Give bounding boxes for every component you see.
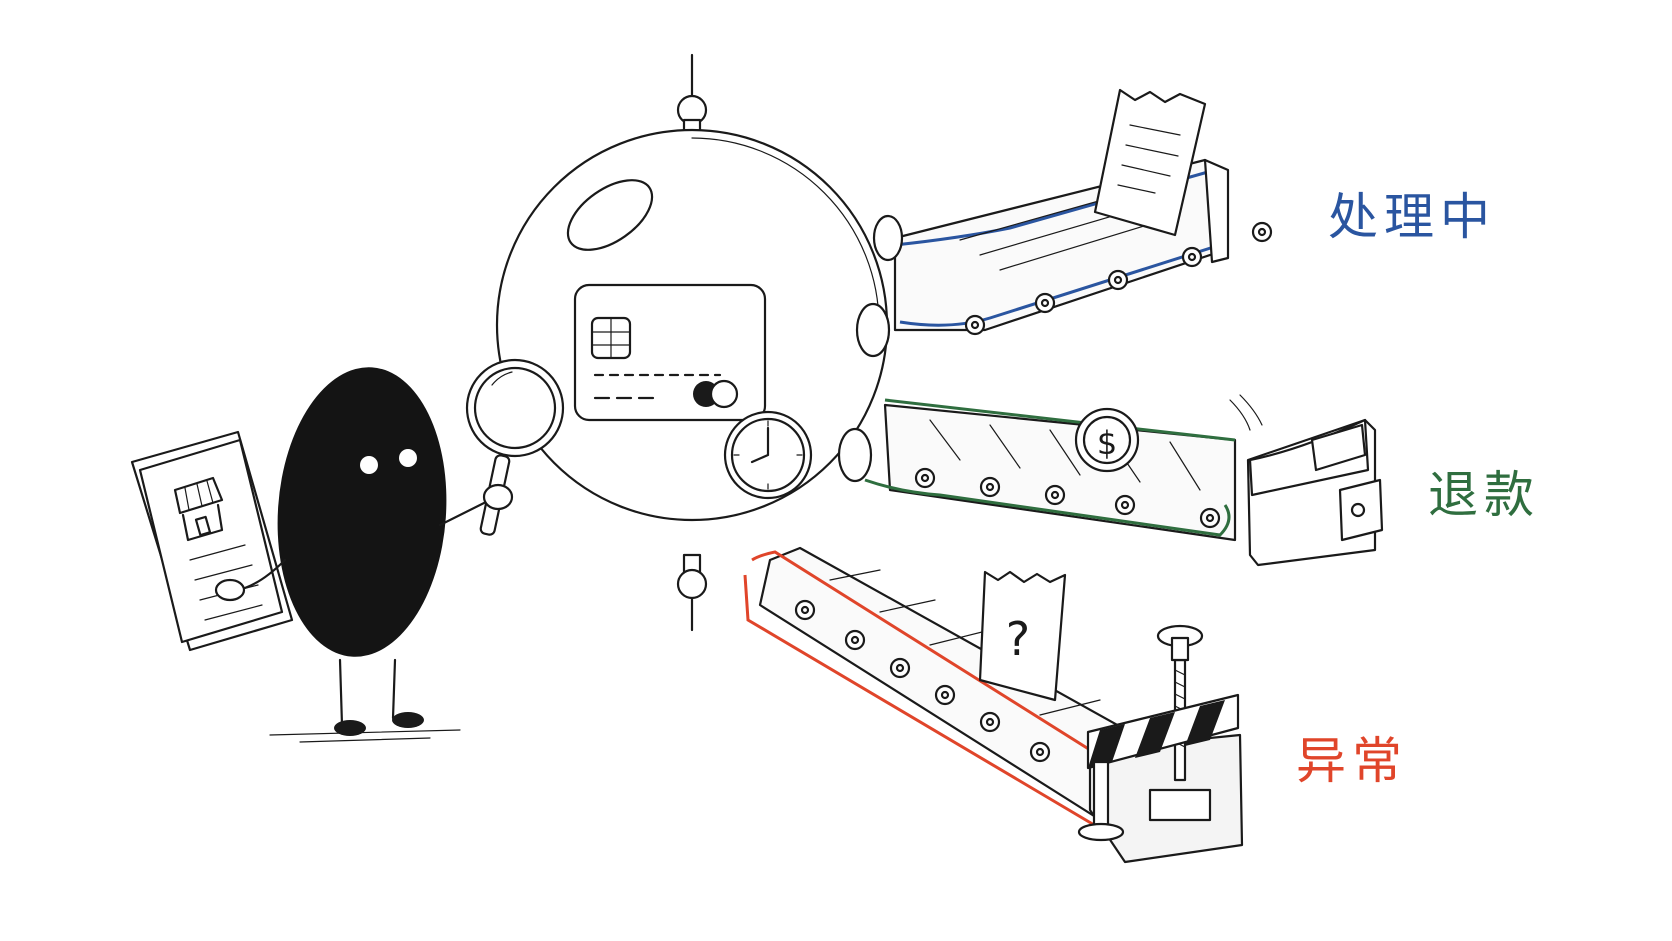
status-label-processing: 处理中: [1328, 188, 1496, 246]
conveyor-processing: [893, 88, 1273, 336]
belt-roller: [979, 476, 1001, 498]
store-icon: [173, 476, 224, 542]
question-receipt-icon: ?: [978, 570, 1067, 702]
inspector-character: [130, 358, 565, 743]
store-document-icon: [130, 430, 294, 652]
barrier-clamp-icon: [1077, 624, 1244, 864]
belt-roller-hub: [985, 482, 995, 492]
belt-roller-hub: [970, 320, 980, 330]
belt-roller-hub: [985, 717, 995, 727]
belt-roller: [1107, 269, 1129, 291]
belt-roller-hub: [1187, 252, 1197, 262]
sphere-nozzles: [837, 214, 904, 483]
clock-icon: [723, 410, 813, 500]
belt-roller: [1251, 221, 1273, 243]
belt-roller: [1044, 484, 1066, 506]
belt-roller-hub: [1113, 275, 1123, 285]
belt-roller: [1114, 494, 1136, 516]
belt-roller-hub: [1035, 747, 1045, 757]
conveyor-exception: ?: [743, 546, 1244, 864]
coin-symbol: $: [1097, 424, 1117, 462]
belt-roller: [844, 629, 866, 651]
belt-roller-hub: [800, 605, 810, 615]
belt-roller: [964, 314, 986, 336]
sorting-sphere: [495, 53, 904, 632]
belt-roller: [1199, 507, 1221, 529]
belt-roller: [889, 657, 911, 679]
question-symbol: ?: [1006, 612, 1030, 666]
conveyor-refund: $: [864, 394, 1384, 567]
belt-roller: [934, 684, 956, 706]
belt-roller-hub: [1257, 227, 1267, 237]
belt-roller: [1034, 292, 1056, 314]
belt-roller: [794, 599, 816, 621]
magnifier-icon: [465, 358, 565, 536]
status-label-refund: 退款: [1428, 466, 1540, 524]
belt-roller-hub: [940, 690, 950, 700]
belt-roller-hub: [895, 663, 905, 673]
belt-roller-hub: [1050, 490, 1060, 500]
belt-roller-hub: [1040, 298, 1050, 308]
belt-roller-hub: [850, 635, 860, 645]
belt-roller: [914, 467, 936, 489]
belt-roller-hub: [1205, 513, 1215, 523]
wallet-icon: [1229, 394, 1384, 567]
status-label-exception: 异常: [1296, 732, 1408, 790]
belt-roller: [1181, 246, 1203, 268]
credit-card-icon: [573, 283, 767, 422]
belt-roller-hub: [1120, 500, 1130, 510]
receipt-icon: [1093, 88, 1207, 237]
belt-roller: [1029, 741, 1051, 763]
coin-icon: $: [1074, 407, 1140, 473]
belt-roller: [979, 711, 1001, 733]
belt-roller-hub: [920, 473, 930, 483]
